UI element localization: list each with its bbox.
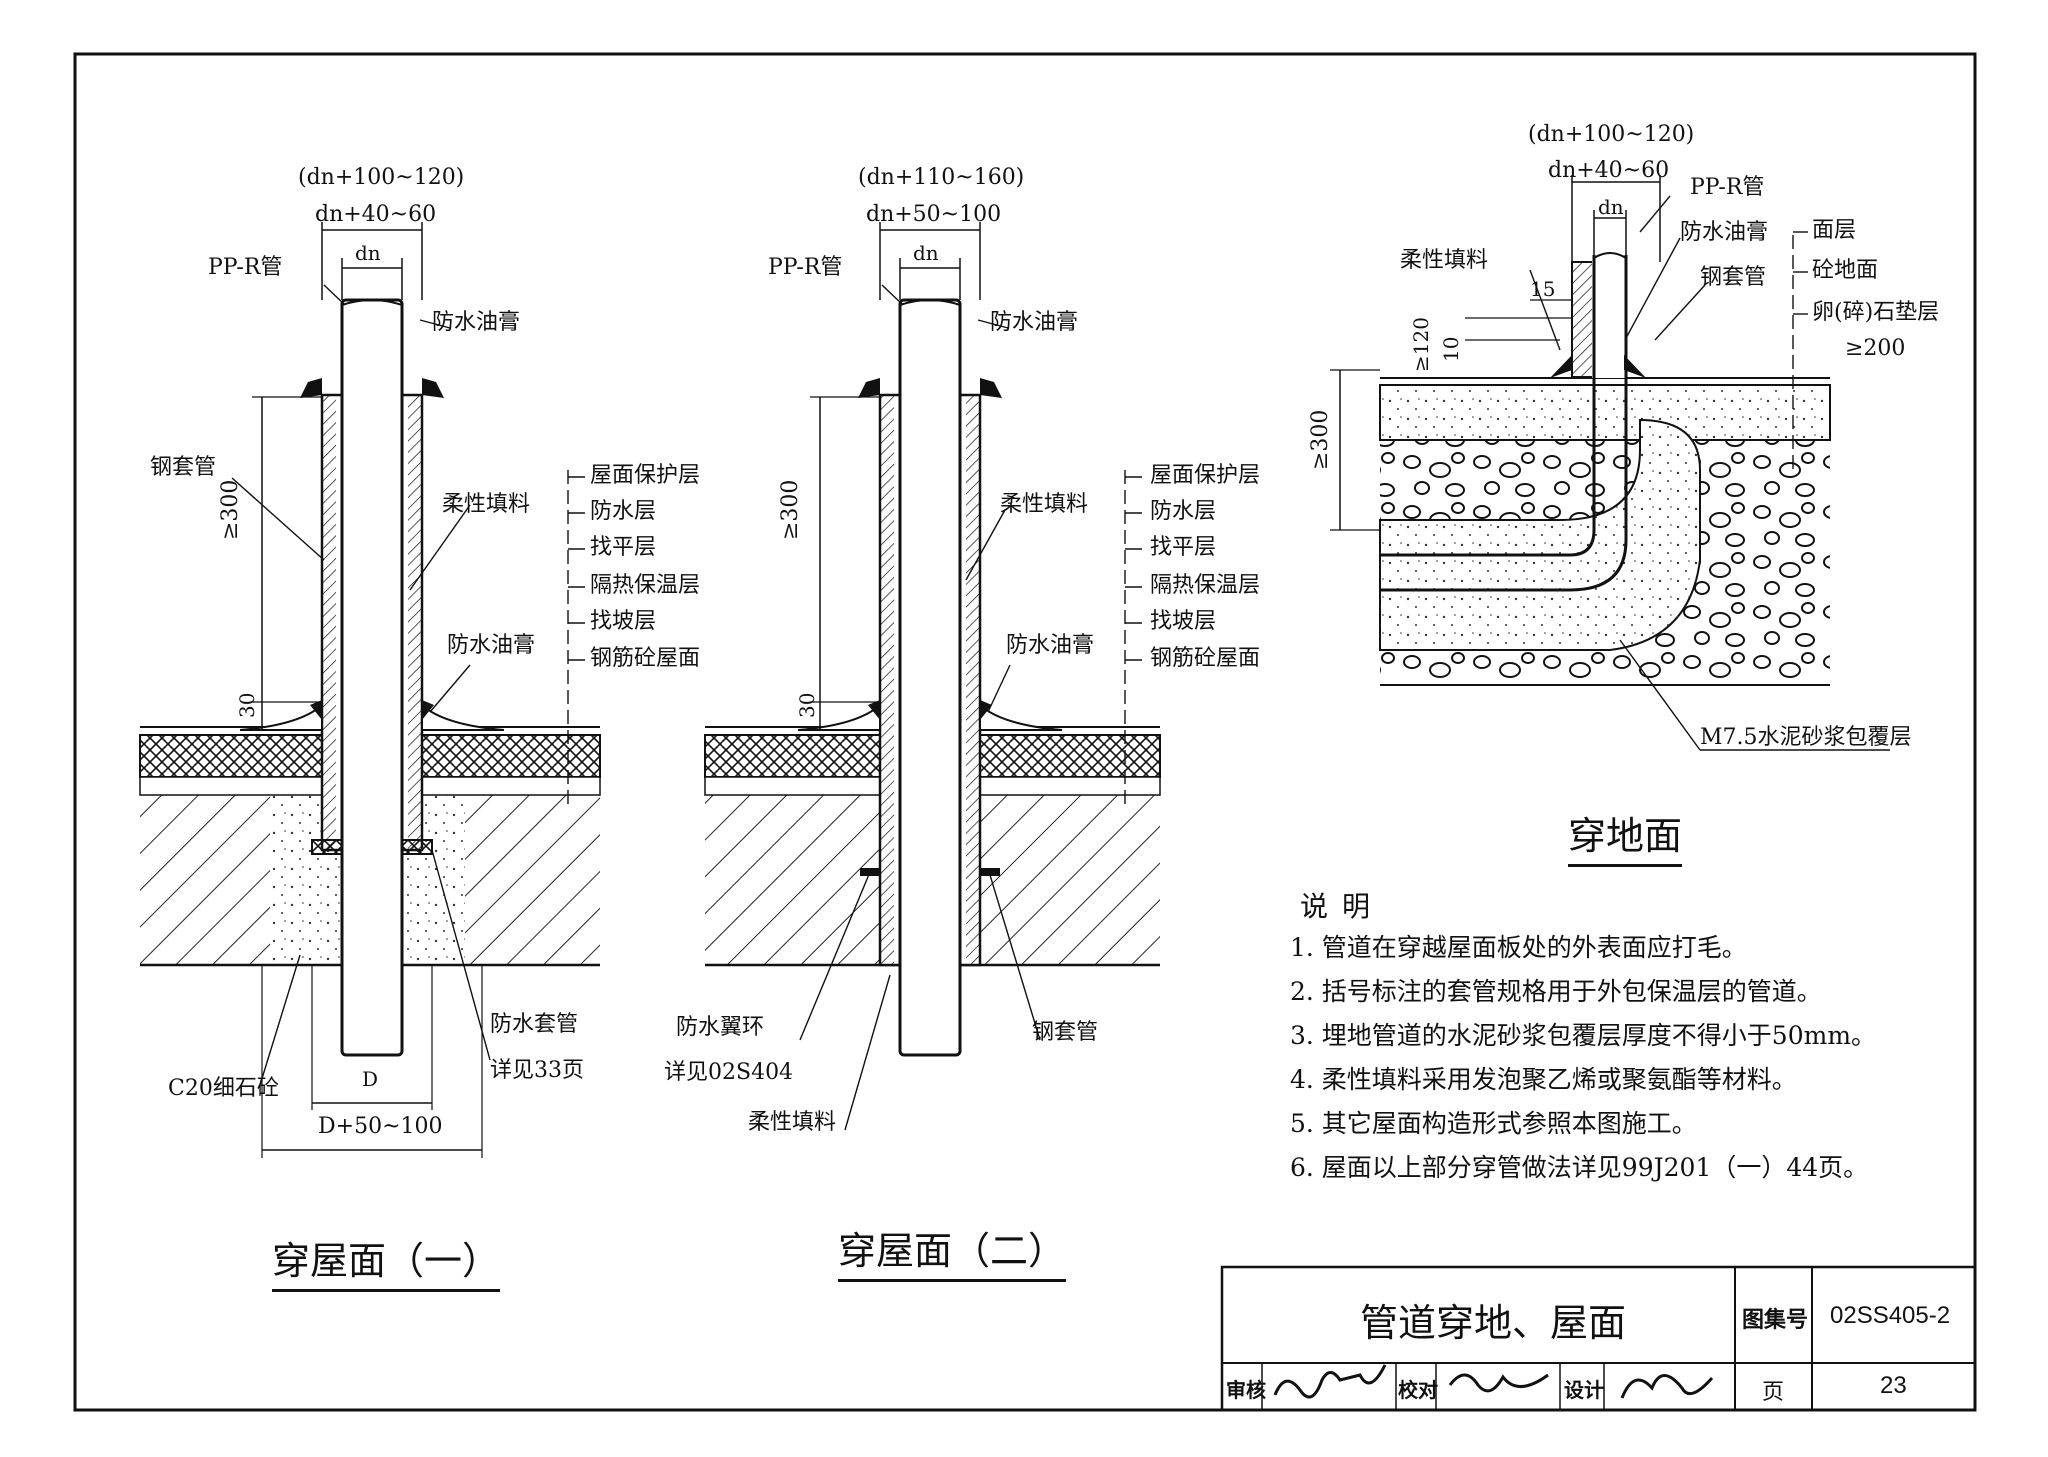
roof2-layer: 隔热保温层 <box>1150 573 1261 598</box>
roof2-layer: 屋面保护层 <box>1150 463 1261 488</box>
page-label: 页 <box>1762 1379 1785 1404</box>
ground-layer: 面层 <box>1812 218 1857 243</box>
notes-heading: 说明 <box>1300 890 1385 923</box>
roof2-pipe-label: PP-R管 <box>768 255 843 280</box>
roof1-pipe-label: PP-R管 <box>208 255 283 280</box>
note-item: 1. 管道在穿越屋面板处的外表面应打毛。 <box>1290 933 1747 962</box>
design-label: 设计 <box>1564 1380 1604 1402</box>
roof2-wing-ring: 防水翼环 <box>676 1015 765 1040</box>
ground-dim-dn: dn <box>1598 195 1624 219</box>
roof1-dim-30: 30 <box>235 692 259 718</box>
roof2-layer: 找坡层 <box>1150 609 1217 634</box>
roof1-layer: 屋面保护层 <box>590 463 701 488</box>
roof1-layer: 隔热保温层 <box>590 573 701 598</box>
roof1-concrete: C20细石砼 <box>168 1076 279 1101</box>
roof2-layer: 找平层 <box>1150 535 1217 560</box>
roof1-filler: 柔性填料 <box>442 492 531 517</box>
ground-mortar: M7.5水泥砂浆包覆层 <box>1700 725 1912 750</box>
roof1-section <box>139 222 601 1158</box>
note-item: 4. 柔性填料采用发泡聚乙烯或聚氨酯等材料。 <box>1290 1065 1797 1094</box>
roof2-dim-mid: dn+50~100 <box>866 202 1002 227</box>
roof1-dim-D2: D+50~100 <box>318 1114 443 1139</box>
atlas-label: 图集号 <box>1742 1307 1809 1332</box>
note-item: 3. 埋地管道的水泥砂浆包覆层厚度不得小于50mm。 <box>1290 1021 1877 1050</box>
roof2-section <box>704 222 1161 1131</box>
roof2-dim-300: ≥300 <box>778 479 803 540</box>
ground-dim-10: 10 <box>1439 336 1463 362</box>
roof2-title: 穿屋面（二） <box>838 1220 1067 1282</box>
roof2-dim-dn: dn <box>913 241 939 265</box>
roof1-sealant-bottom: 防水油膏 <box>447 633 536 658</box>
roof1-sealant-top: 防水油膏 <box>432 310 521 335</box>
roof1-layer: 找平层 <box>590 535 657 560</box>
signatures <box>1273 1364 1714 1399</box>
check-label: 校对 <box>1398 1380 1438 1402</box>
note-item: 6. 屋面以上部分穿管做法详见99J201（一）44页。 <box>1290 1153 1869 1182</box>
roof2-steel-sleeve: 钢套管 <box>1032 1020 1099 1045</box>
roof1-title: 穿屋面（一） <box>272 1230 501 1292</box>
roof2-layer: 钢筋砼屋面 <box>1150 646 1261 671</box>
roof2-sealant-bottom: 防水油膏 <box>1006 633 1095 658</box>
page-number: 23 <box>1880 1372 1907 1399</box>
ground-dim-outer: (dn+100~120) <box>1528 122 1695 147</box>
ground-title: 穿地面 <box>1568 805 1683 867</box>
ground-dim-120: ≥120 <box>1409 317 1433 372</box>
ground-steel-sleeve: 钢套管 <box>1700 265 1767 290</box>
roof2-layer: 防水层 <box>1150 499 1217 524</box>
roof1-dim-300: ≥300 <box>218 479 243 540</box>
roof2-dim-30: 30 <box>795 692 819 718</box>
roof1-wp-sleeve-ref: 详见33页 <box>490 1058 584 1083</box>
roof2-filler: 柔性填料 <box>1000 492 1089 517</box>
ground-sealant: 防水油膏 <box>1680 220 1769 245</box>
roof1-steel-sleeve: 钢套管 <box>150 455 217 480</box>
roof1-dim-mid: dn+40~60 <box>315 202 437 227</box>
roof1-dim-dn: dn <box>355 241 381 265</box>
ground-layer: 卵(碎)石垫层 <box>1812 300 1940 325</box>
ground-section <box>1330 175 1890 751</box>
ground-dim-15: 15 <box>1530 277 1556 301</box>
roof1-wp-sleeve: 防水套管 <box>490 1012 579 1037</box>
roof2-sealant-top: 防水油膏 <box>990 310 1079 335</box>
drawing-title: 管道穿地、屋面 <box>1360 1301 1627 1345</box>
title-block-frame <box>1220 1265 1977 1412</box>
roof1-dim-D: D <box>362 1067 379 1091</box>
note-item: 2. 括号标注的套管规格用于外包保温层的管道。 <box>1290 977 1822 1006</box>
roof1-layer: 钢筋砼屋面 <box>590 646 701 671</box>
drawing-frame <box>73 52 1977 1412</box>
roof2-filler-bottom: 柔性填料 <box>748 1110 837 1135</box>
ground-layer: ≥200 <box>1845 336 1906 361</box>
roof1-layer: 找坡层 <box>590 609 657 634</box>
ground-dim-mid: dn+40~60 <box>1548 158 1670 183</box>
note-item: 5. 其它屋面构造形式参照本图施工。 <box>1290 1109 1697 1138</box>
roof1-layer: 防水层 <box>590 499 657 524</box>
ground-dim-300: ≥300 <box>1308 409 1333 470</box>
roof1-dim-outer: (dn+100~120) <box>298 165 465 190</box>
ground-layer: 砼地面 <box>1812 258 1879 283</box>
ground-filler: 柔性填料 <box>1400 248 1489 273</box>
atlas-number: 02SS405-2 <box>1830 1302 1951 1329</box>
review-label: 审核 <box>1226 1380 1266 1402</box>
roof2-dim-outer: (dn+110~160) <box>858 165 1025 190</box>
roof2-wing-ring-ref: 详见02S404 <box>664 1060 794 1085</box>
ground-pipe-label: PP-R管 <box>1690 175 1765 200</box>
